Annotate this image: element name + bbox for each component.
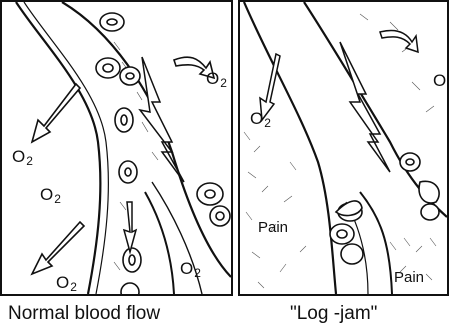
tissue-texture [244,14,436,288]
oxygen-label: O2 [12,148,33,167]
pain-label: Pain [394,270,424,285]
oxygen-label: O2 [206,70,227,89]
log-jam-illustration [240,2,447,294]
oxygen-label: O2 [56,274,77,293]
clumped-cells [330,153,439,264]
pain-label: Pain [258,220,288,235]
oxygen-label: O2 [180,260,201,279]
normal-flow-panel: O2 O2 O2 O2 O2 [0,0,233,296]
normal-flow-caption: Normal blood flow [8,303,160,325]
oxygen-label: O2 [40,186,61,205]
oxygen-label: O [433,72,447,91]
log-jam-panel: O2 O Pain Pain [238,0,449,296]
normal-flow-illustration [2,2,231,294]
oxygen-label: O2 [250,110,271,129]
log-jam-caption: "Log -jam" [290,303,377,325]
